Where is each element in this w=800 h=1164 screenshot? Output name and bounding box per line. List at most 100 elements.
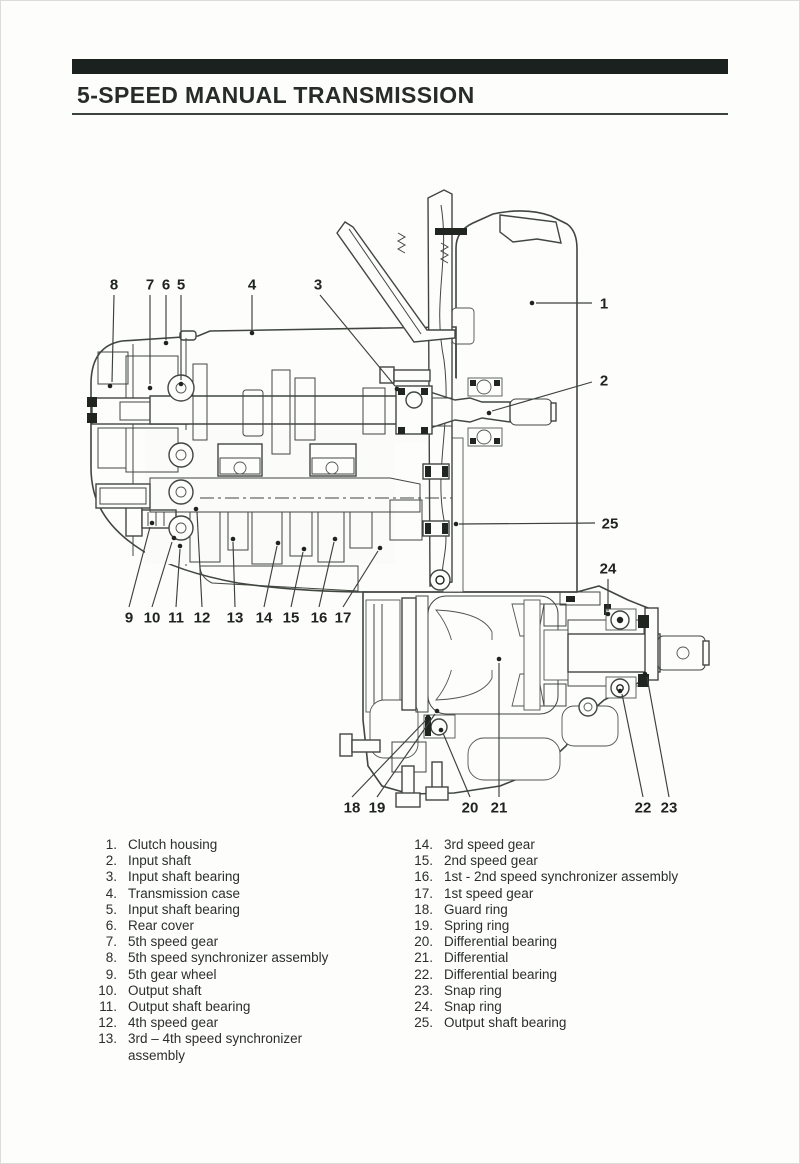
part-name: 5th gear wheel [128,966,217,982]
leader-line-9 [128,526,151,608]
part-name: Rear cover [128,918,195,934]
input-shaft-shape [149,363,557,455]
part-number: 12. [98,1015,117,1031]
leader-line-15 [290,551,304,608]
part-number: 10. [98,982,117,998]
leader-dot-17 [377,545,383,551]
leader-dot-18 [425,714,431,720]
leader-dot-6 [163,340,169,346]
part-item: 16.1st - 2nd speed synchronizer assembly [403,869,733,885]
leader-line-20 [442,732,471,798]
page-title: 5-SPEED MANUAL TRANSMISSION [77,82,475,108]
part-item: 12. 4th speed gear [91,1015,391,1031]
part-item: 20.Differential bearing [403,934,733,950]
part-name: 5th speed synchronizer assembly [128,950,329,966]
leader-line-22 [621,693,644,798]
leader-line-11 [175,548,181,608]
part-number: 22. [414,966,433,982]
part-name: 3rd speed gear [444,837,535,852]
part-name: Input shaft bearing [128,869,240,885]
part-number: 6. [105,918,117,934]
callout-23: 23 [661,800,678,817]
leader-dot-1 [529,300,535,306]
title-rule [72,113,728,115]
differential-housing-shape [362,585,656,795]
part-number: 3. [105,869,117,885]
callout-2: 2 [600,373,608,390]
part-number: 2. [105,853,117,869]
part-name: Output shaft bearing [128,999,251,1015]
part-item: 22.Differential bearing [403,967,733,983]
part-item: 8. 5th speed synchronizer assembly [91,950,391,966]
part-name: 2nd speed gear [444,853,538,869]
leader-line-16 [318,541,335,608]
part-item: 23. Snap ring [403,983,733,999]
part-number: 11. [99,999,117,1015]
leader-dot-3 [394,386,400,392]
part-item: 4.Transmission case [91,886,391,902]
leader-line-18 [351,719,427,798]
callout-4: 4 [248,277,257,294]
part-name: Differential bearing [444,934,558,950]
leader-line-3 [319,294,396,387]
part-name: Differential [444,950,509,966]
leader-dot-20 [438,727,444,733]
part-number: 23. [414,982,433,998]
leader-line-17 [342,550,379,608]
callout-16: 16 [311,610,328,627]
part-number: 1. [105,837,117,852]
part-item: 21.Differential [403,950,733,966]
part-item: 15. 2nd speed gear [403,853,733,869]
part-item: 9.5th gear wheel [91,967,391,983]
part-name: Output shaft [128,982,202,998]
leader-dot-16 [332,536,338,542]
part-item: 14.3rd speed gear [403,837,733,853]
leader-dot-21 [496,656,502,662]
leader-dot-7 [147,385,153,391]
callout-18: 18 [344,800,361,817]
output-gear-cluster [95,374,452,591]
part-name: 4th speed gear [128,1015,219,1031]
leader-line-10 [151,541,173,608]
part-number: 13. [98,1031,117,1047]
callout-19: 19 [369,800,386,817]
callout-25: 25 [602,516,619,533]
leader-dot-14 [275,540,281,546]
leader-line-12 [196,511,203,608]
callout-7: 7 [146,277,154,294]
part-number: 19. [414,918,433,934]
part-name: Snap ring [444,982,502,998]
leader-dot-24 [605,611,611,617]
part-item: 17.1st speed gear [403,886,733,902]
leader-dot-19 [434,708,440,714]
part-item: 25.Output shaft bearing [403,1015,733,1031]
leader-dot-25 [453,521,459,527]
part-item: 3. Input shaft bearing [91,869,391,885]
part-number: 7. [105,934,117,950]
part-item: 5.Input shaft bearing [91,902,391,918]
part-number: 8. [105,950,117,966]
part-item: 24.Snap ring [403,999,733,1015]
part-name: Guard ring [444,901,508,917]
part-name: Output shaft bearing [444,1015,567,1031]
leader-line-14 [263,545,278,608]
callout-8: 8 [110,277,118,294]
callout-1: 1 [600,296,608,313]
leader-dot-2 [486,410,492,416]
leader-dot-4 [249,330,255,336]
part-number: 24. [414,999,433,1015]
transmission-case-shape [90,326,464,593]
leader-dot-9 [149,520,155,526]
leader-line-25 [458,522,596,525]
part-item: 11. Output shaft bearing [91,999,391,1015]
callout-6: 6 [162,277,170,294]
callout-17: 17 [335,610,352,627]
part-number: 5. [105,901,117,917]
part-number: 15. [414,853,433,869]
part-number: 18. [414,901,433,917]
leader-dot-10 [171,535,177,541]
